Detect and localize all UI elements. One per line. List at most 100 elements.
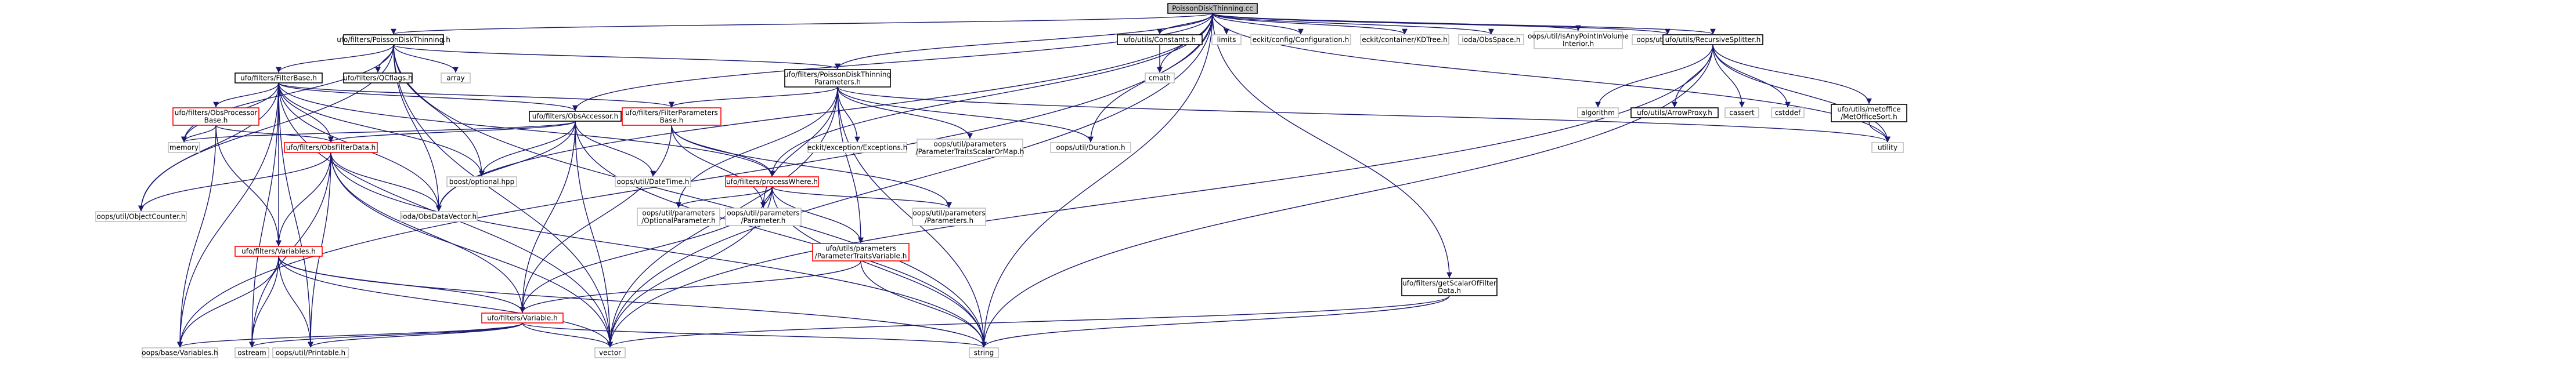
node-kdtree[interactable]: eckit/container/KDTree.h bbox=[1360, 34, 1449, 45]
node-algorithm[interactable]: algorithm bbox=[1577, 107, 1619, 118]
edge-filterbase-to-printable bbox=[278, 82, 313, 348]
node-metoffice[interactable]: ufo/utils/metoffice/MetOfficeSort.h bbox=[1831, 104, 1907, 122]
edge-line bbox=[393, 44, 840, 70]
edge-line bbox=[676, 186, 773, 208]
node-ptvariable[interactable]: ufo/utils/parameters/ParameterTraitsVari… bbox=[812, 243, 910, 261]
node-obsspace[interactable]: ioda/ObsSpace.h bbox=[1458, 34, 1524, 45]
edge-line bbox=[575, 121, 987, 348]
edge-line bbox=[215, 125, 334, 143]
edge-line bbox=[328, 121, 576, 143]
node-ptscalar[interactable]: oops/util/parameters/ParameterTraitsScal… bbox=[916, 139, 1024, 157]
edge-metoffice-to-utility bbox=[1868, 121, 1890, 143]
node-utility[interactable]: utility bbox=[1871, 142, 1904, 153]
node-box bbox=[784, 69, 891, 88]
dependency-nodes: PoissonDiskThinning.ccufo/filters/Poisso… bbox=[95, 3, 1907, 358]
edge-line bbox=[393, 44, 613, 348]
edge-line bbox=[981, 44, 1713, 348]
node-array[interactable]: array bbox=[441, 72, 471, 83]
edge-line bbox=[393, 44, 987, 348]
edge-recsplit-to-vector bbox=[607, 44, 1713, 348]
node-limits[interactable]: limits bbox=[1211, 34, 1242, 45]
edge-recsplit-to-cstddef bbox=[1712, 44, 1791, 108]
node-pdt_params[interactable]: ufo/filters/PoissonDiskThinningParameter… bbox=[784, 69, 891, 88]
edge-variable-to-ostream bbox=[249, 322, 523, 348]
node-obsdatavector[interactable]: ioda/ObsDataVector.h bbox=[400, 211, 478, 222]
edge-obsaccessor-to-datetime bbox=[575, 121, 656, 177]
node-obsaccessor[interactable]: ufo/filters/ObsAccessor.h bbox=[529, 111, 622, 122]
edge-line bbox=[393, 44, 485, 177]
node-box bbox=[725, 208, 802, 226]
node-string[interactable]: string bbox=[969, 347, 999, 358]
edge-line bbox=[1212, 13, 1304, 35]
node-oopsvars[interactable]: oops/base/Variables.h bbox=[142, 347, 218, 358]
edge-getscalar-to-vector bbox=[607, 295, 1450, 348]
edge-line bbox=[671, 125, 952, 208]
node-box bbox=[725, 176, 819, 187]
node-pdt_h[interactable]: ufo/filters/PoissonDiskThinning.h bbox=[337, 34, 450, 45]
edge-line bbox=[249, 82, 279, 348]
node-label: oops/util/parameters bbox=[642, 209, 715, 217]
edge-line bbox=[479, 121, 576, 177]
node-box bbox=[912, 208, 986, 226]
node-recsplit[interactable]: ufo/utils/RecursiveSplitter.h bbox=[1662, 34, 1763, 45]
node-duration[interactable]: oops/util/Duration.h bbox=[1050, 142, 1131, 153]
edge-line bbox=[278, 82, 334, 143]
node-datetime[interactable]: oops/util/DateTime.h bbox=[615, 176, 691, 187]
edge-pdt_params-to-filterparams bbox=[669, 86, 838, 108]
node-label: ufo/utils/ArrowProxy.h bbox=[1637, 109, 1712, 117]
edge-line bbox=[177, 125, 217, 348]
node-parameters[interactable]: oops/util/parameters/Parameters.h bbox=[912, 208, 986, 226]
node-vector[interactable]: vector bbox=[594, 347, 626, 358]
node-processwhere[interactable]: ufo/filters/processWhere.h bbox=[725, 176, 819, 187]
node-label: oops/util/parameters bbox=[727, 209, 799, 217]
node-constants[interactable]: ufo/utils/Constants.h bbox=[1117, 34, 1203, 45]
node-label: oops/util/Duration.h bbox=[1056, 144, 1125, 152]
node-ostream[interactable]: ostream bbox=[234, 347, 269, 358]
node-box bbox=[234, 246, 323, 257]
edge-obsprocbase-to-memory bbox=[181, 125, 217, 143]
node-label: ufo/utils/metoffice bbox=[1837, 106, 1900, 114]
node-optparam[interactable]: oops/util/parameters/OptionalParameter.h bbox=[637, 208, 720, 226]
edge-obsfilterdata-to-obsdatavector bbox=[330, 152, 442, 212]
node-eckit_config[interactable]: eckit/config/Configuration.h bbox=[1250, 34, 1351, 45]
node-box bbox=[1167, 3, 1258, 14]
edge-obsaccessor-to-vector bbox=[575, 121, 613, 348]
node-parameter[interactable]: oops/util/parameters/Parameter.h bbox=[725, 208, 802, 226]
node-obsfilterdata[interactable]: ufo/filters/ObsFilterData.h bbox=[284, 142, 378, 153]
node-label: ufo/filters/ObsProcessor bbox=[175, 109, 258, 117]
node-variable[interactable]: ufo/filters/Variable.h bbox=[481, 313, 564, 324]
node-box bbox=[1771, 107, 1805, 118]
node-objcounter[interactable]: oops/util/ObjectCounter.h bbox=[95, 211, 187, 222]
node-boostopt[interactable]: boost/optional.hpp bbox=[446, 176, 517, 187]
node-box bbox=[594, 347, 626, 358]
edge-root-to-recsplit bbox=[1212, 13, 1716, 35]
edge-line bbox=[1212, 13, 1716, 35]
node-arrowproxy[interactable]: ufo/utils/ArrowProxy.h bbox=[1630, 107, 1719, 118]
node-memory[interactable]: memory bbox=[168, 142, 200, 153]
node-label: ioda/ObsSpace.h bbox=[1462, 36, 1521, 44]
edge-line bbox=[249, 256, 279, 348]
node-variables[interactable]: ufo/filters/Variables.h bbox=[234, 246, 323, 257]
node-cmath[interactable]: cmath bbox=[1145, 72, 1175, 83]
node-printable[interactable]: oops/util/Printable.h bbox=[272, 347, 349, 358]
edge-line bbox=[138, 82, 279, 212]
node-qcflags[interactable]: ufo/filters/QCflags.h bbox=[343, 72, 413, 83]
node-cassert[interactable]: cassert bbox=[1724, 107, 1759, 118]
edge-line bbox=[572, 13, 1213, 111]
node-eckit_exc[interactable]: eckit/exception/Exceptions.h bbox=[807, 142, 907, 153]
node-filterbase[interactable]: ufo/filters/FilterBase.h bbox=[234, 72, 323, 83]
node-box bbox=[1145, 72, 1175, 83]
node-box bbox=[1117, 34, 1203, 45]
edge-getscalar-to-string bbox=[981, 295, 1450, 348]
node-box bbox=[615, 176, 691, 187]
edge-obsaccessor-to-obsdatavector bbox=[436, 121, 576, 212]
node-cstddef[interactable]: cstddef bbox=[1771, 107, 1805, 118]
node-label: ufo/utils/RecursiveSplitter.h bbox=[1665, 36, 1761, 44]
node-box bbox=[1577, 107, 1619, 118]
node-box bbox=[622, 107, 721, 126]
